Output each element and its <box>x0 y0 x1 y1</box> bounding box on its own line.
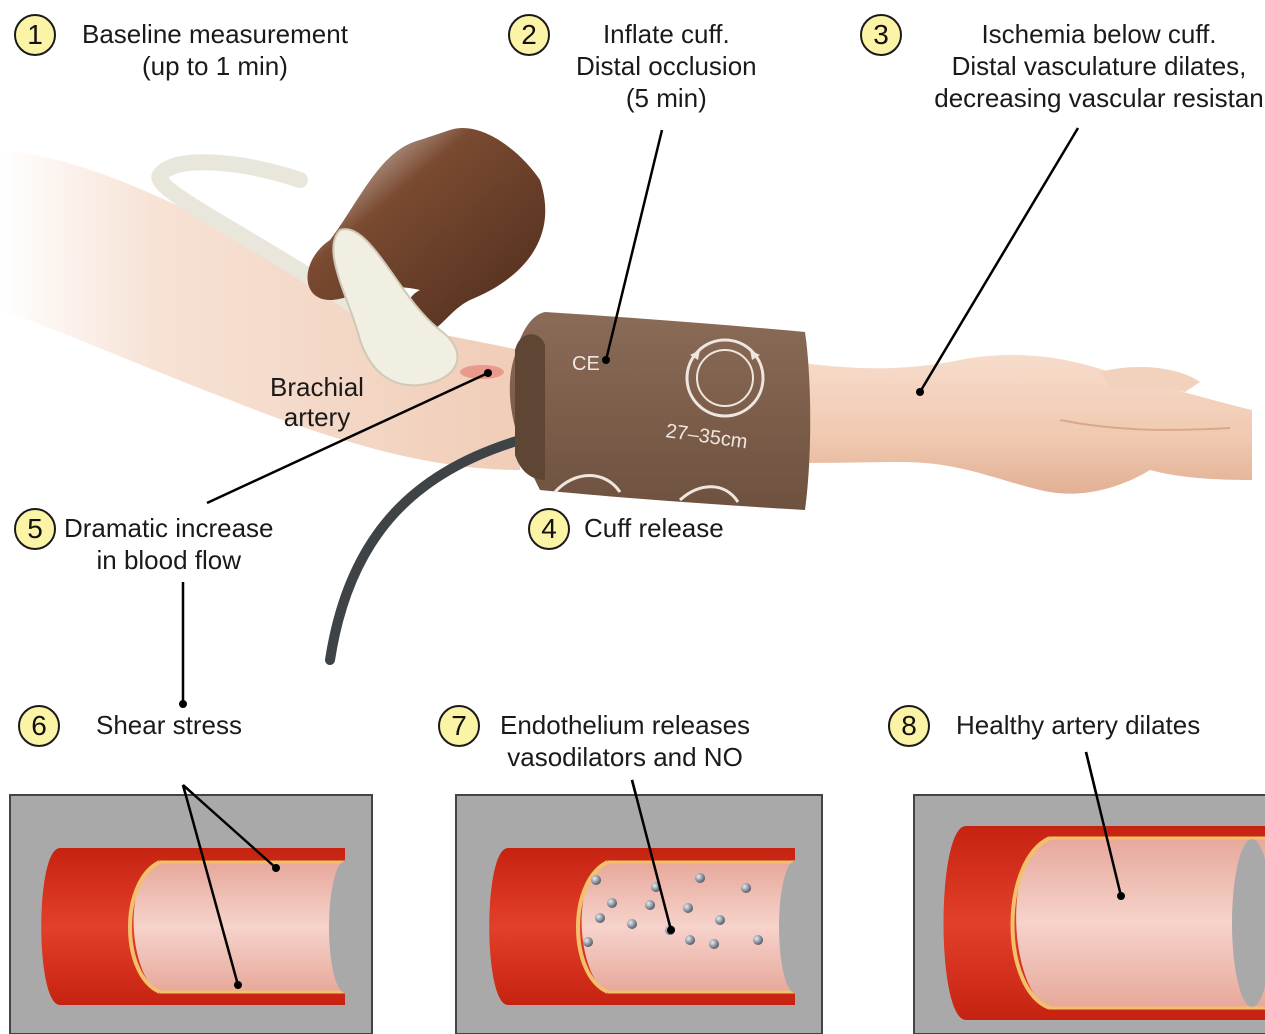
step-4-badge: 4 <box>528 508 570 550</box>
step-2-caption: Inflate cuff. Distal occlusion (5 min) <box>576 18 757 114</box>
step-3-badge: 3 <box>860 14 902 56</box>
step-1-badge: 1 <box>14 14 56 56</box>
step-6-caption: Shear stress <box>96 709 242 741</box>
step-7-badge: 7 <box>438 705 480 747</box>
brachial-artery-label: Brachial artery <box>270 372 364 432</box>
panel-endothelium <box>456 795 822 1034</box>
step-6: 6 Shear stress <box>18 705 242 747</box>
panel-shear-stress <box>10 795 372 1034</box>
step-8: 8 Healthy artery dilates <box>888 705 1200 747</box>
cuff-tube <box>330 440 520 660</box>
step-5: 5 Dramatic increase in blood flow <box>14 508 274 576</box>
step-3: 3 Ischemia below cuff. Distal vasculatur… <box>860 14 1265 114</box>
step-8-caption: Healthy artery dilates <box>956 709 1200 741</box>
cuff-ce-mark: CE <box>572 353 600 375</box>
step-8-badge: 8 <box>888 705 930 747</box>
step-4: 4 Cuff release <box>528 508 724 550</box>
step-5-caption: Dramatic increase in blood flow <box>64 512 274 576</box>
step-6-badge: 6 <box>18 705 60 747</box>
step-2: 2 Inflate cuff. Distal occlusion (5 min) <box>508 14 757 114</box>
step-1-caption: Baseline measurement (up to 1 min) <box>82 18 348 82</box>
step-2-badge: 2 <box>508 14 550 56</box>
step-7: 7 Endothelium releases vasodilators and … <box>438 705 750 773</box>
step-4-caption: Cuff release <box>584 512 724 544</box>
step-3-caption: Ischemia below cuff. Distal vasculature … <box>914 18 1265 114</box>
panel-dilated-artery <box>914 795 1265 1034</box>
step-7-caption: Endothelium releases vasodilators and NO <box>500 709 750 773</box>
bp-cuff <box>510 312 810 510</box>
step-1: 1 Baseline measurement (up to 1 min) <box>14 14 348 82</box>
step-5-badge: 5 <box>14 508 56 550</box>
